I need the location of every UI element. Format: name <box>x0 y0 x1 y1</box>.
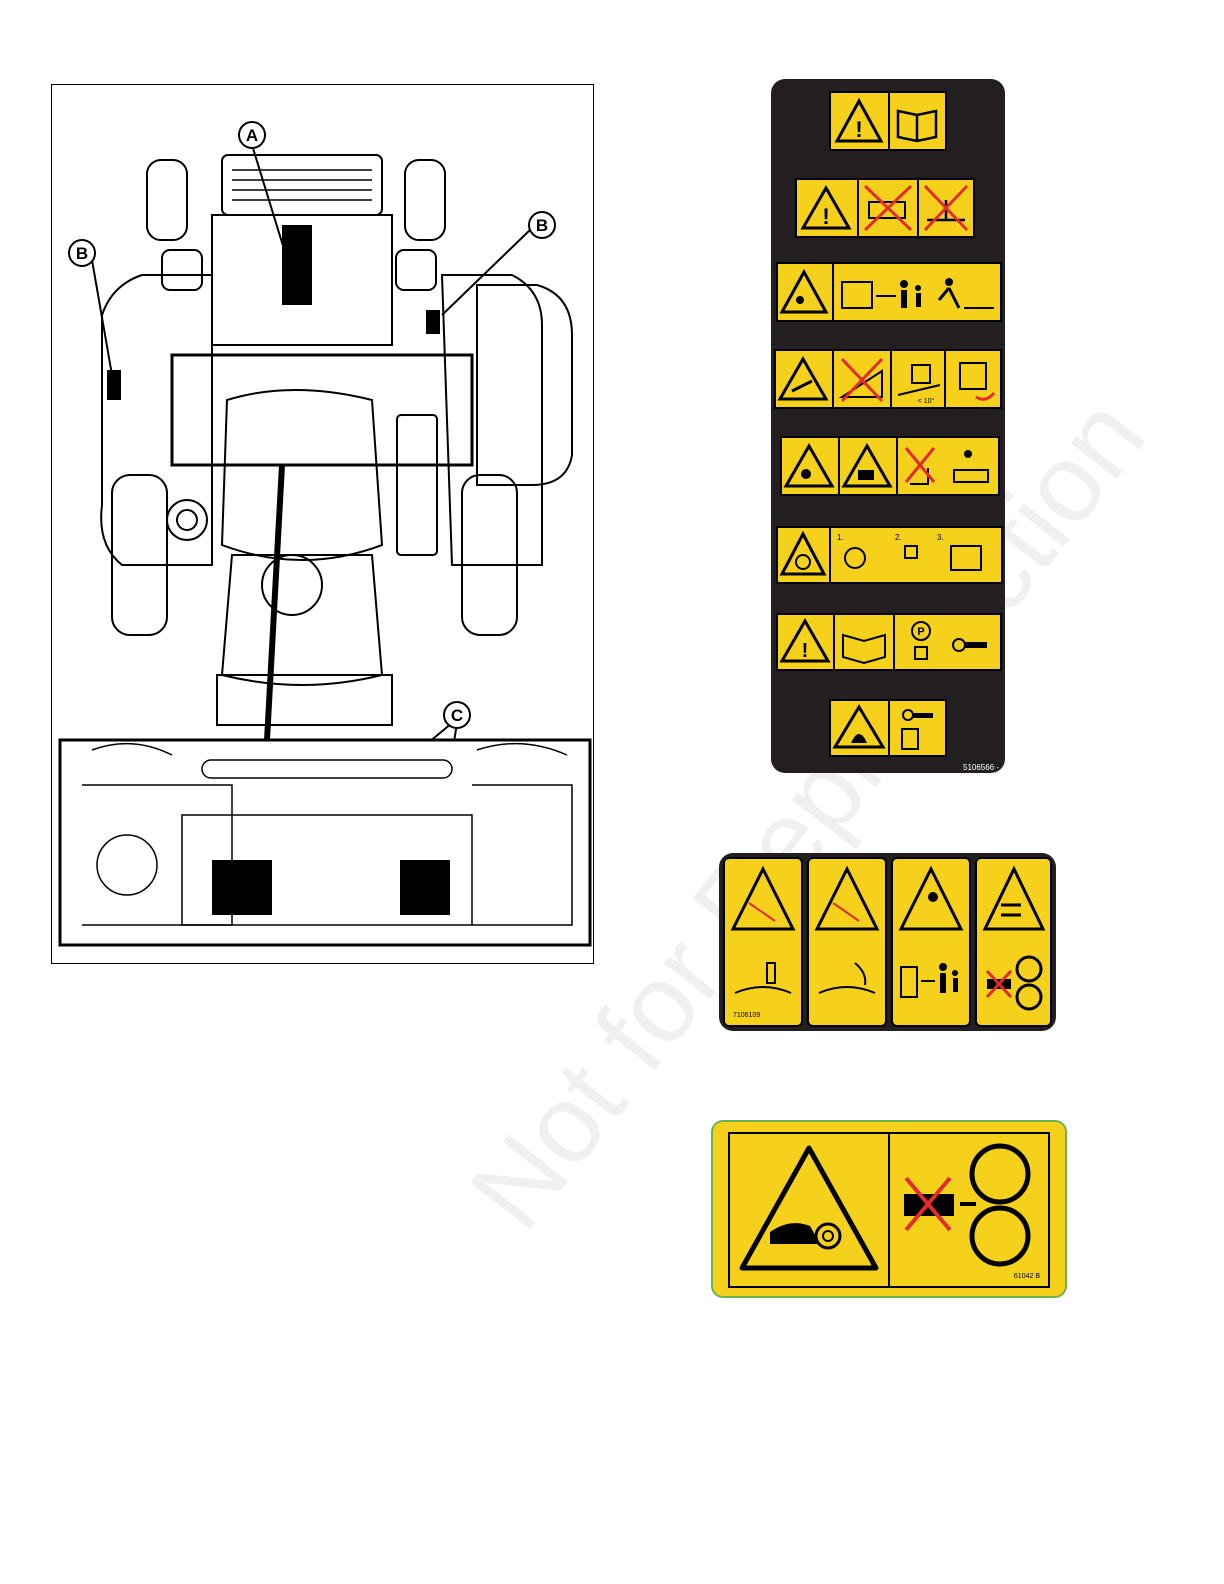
step-1-label: 1. <box>837 533 844 542</box>
control-panel <box>397 415 437 555</box>
operator-seat <box>222 390 382 560</box>
decal-a-part-number: 5106566 - <box>963 763 999 772</box>
svg-text:!: ! <box>802 640 809 662</box>
blade-foot-warning-icon <box>809 859 885 943</box>
callout-a: A <box>246 126 258 145</box>
parking-steps-icon: 1. 2. 3. <box>831 528 1001 582</box>
keep-hands-away-rollers-icon <box>890 1134 1048 1286</box>
decal-row-fire-refuel <box>829 699 947 757</box>
decal-b-panel-1: 7106109 <box>723 857 803 1027</box>
mower-top-view-drawing: A B B C <box>52 85 595 965</box>
refuel-key-off-icon <box>890 701 945 755</box>
stay-seated-icon <box>898 438 998 494</box>
decal-row-read-manual: ! <box>829 91 947 151</box>
thrown-object-warning-icon <box>778 264 834 320</box>
decal-row-parking-steps: 1. 2. 3. <box>776 526 1003 584</box>
decal-location-c-left <box>212 860 272 915</box>
detail-inset-box <box>60 740 590 945</box>
left-caster-wheel <box>147 160 187 240</box>
decal-c-part-number: 61042 B <box>1014 1273 1040 1280</box>
rear-frame <box>217 675 392 725</box>
left-rear-wheel <box>112 475 167 635</box>
decal-b-part-number: 7106109 <box>733 1012 760 1019</box>
keep-hands-away-belt-icon <box>977 943 1051 1023</box>
safety-decal-7106109: 7106109 <box>719 853 1056 1031</box>
operator-warning-icon <box>782 438 840 494</box>
safety-decal-61042: 61042 B <box>711 1120 1067 1298</box>
wheel-warning-icon <box>778 528 831 582</box>
decal-b-panel-2 <box>807 857 887 1027</box>
mower-diagram-frame: A B B C <box>51 84 594 964</box>
decal-location-c-right <box>400 860 450 915</box>
decal-row-thrown-objects <box>776 262 1002 322</box>
slope-limit-icon: < 10° <box>892 351 946 407</box>
blade-hand-warning-icon <box>725 859 801 943</box>
callout-c: C <box>451 706 463 725</box>
left-fender <box>101 275 212 565</box>
belt-hazard-warning-panel <box>730 1134 890 1286</box>
safety-decal-5106566: ! ! < 10° <box>771 79 1005 773</box>
decal-location-b-left <box>107 370 121 400</box>
decal-c-inner-border: 61042 B <box>728 1132 1050 1288</box>
rollover-warning-icon <box>776 351 834 407</box>
thrown-debris-warning-icon <box>893 859 969 943</box>
manual-book-icon <box>890 93 945 149</box>
warning-triangle-icon: ! <box>797 180 859 236</box>
decal-row-operator-presence <box>780 436 1000 496</box>
decal-b-panel-3 <box>891 857 971 1027</box>
slope-limit-text: < 10° <box>918 397 935 405</box>
rollover-protection-icon <box>946 351 1000 407</box>
fuel-cap-left <box>167 500 207 540</box>
no-steep-slope-icon <box>834 351 892 407</box>
mower-warning-icon <box>840 438 898 494</box>
engine-rear <box>222 555 382 685</box>
decal-b-panel-4 <box>975 857 1052 1027</box>
hand-entanglement-warning-icon <box>730 1134 888 1286</box>
no-riders-icon <box>859 180 919 236</box>
decal-location-a <box>282 225 312 305</box>
svg-text:!: ! <box>855 117 862 142</box>
keep-bystanders-away-icon <box>834 264 1000 320</box>
keep-hands-away-panel: 61042 B <box>890 1134 1048 1286</box>
fire-warning-icon <box>831 701 890 755</box>
warning-triangle-icon: ! <box>778 615 835 669</box>
decal-location-b-right <box>426 310 440 334</box>
right-rear-wheel <box>462 475 517 635</box>
right-caster-wheel <box>405 160 445 240</box>
park-brake-remove-key-icon: P <box>895 615 1000 669</box>
bystander-distance-icon <box>893 943 969 1023</box>
discharge-chute <box>477 285 572 485</box>
seat-detail-box <box>172 355 472 465</box>
warning-triangle-icon: ! <box>831 93 890 149</box>
park-letter: P <box>918 626 925 638</box>
callout-b-left: B <box>76 244 88 263</box>
right-fender <box>442 275 542 565</box>
engine-grille <box>222 155 382 215</box>
callout-b-right: B <box>536 216 548 235</box>
decal-row-park-and-key: ! P <box>776 613 1002 671</box>
decal-row-slope-warning: < 10° <box>774 349 1002 409</box>
deck-lift-icon: 7106109 <box>725 943 801 1023</box>
no-towing-icon <box>919 180 973 236</box>
decal-row-no-ride-on-hitch: ! <box>795 178 975 238</box>
chute-deflector-icon <box>809 943 885 1023</box>
svg-text:!: ! <box>822 204 829 229</box>
manual-read-icon <box>835 615 895 669</box>
belt-entanglement-warning-icon <box>977 859 1051 943</box>
step-2-label: 2. <box>895 533 902 542</box>
step-3-label: 3. <box>937 533 944 542</box>
